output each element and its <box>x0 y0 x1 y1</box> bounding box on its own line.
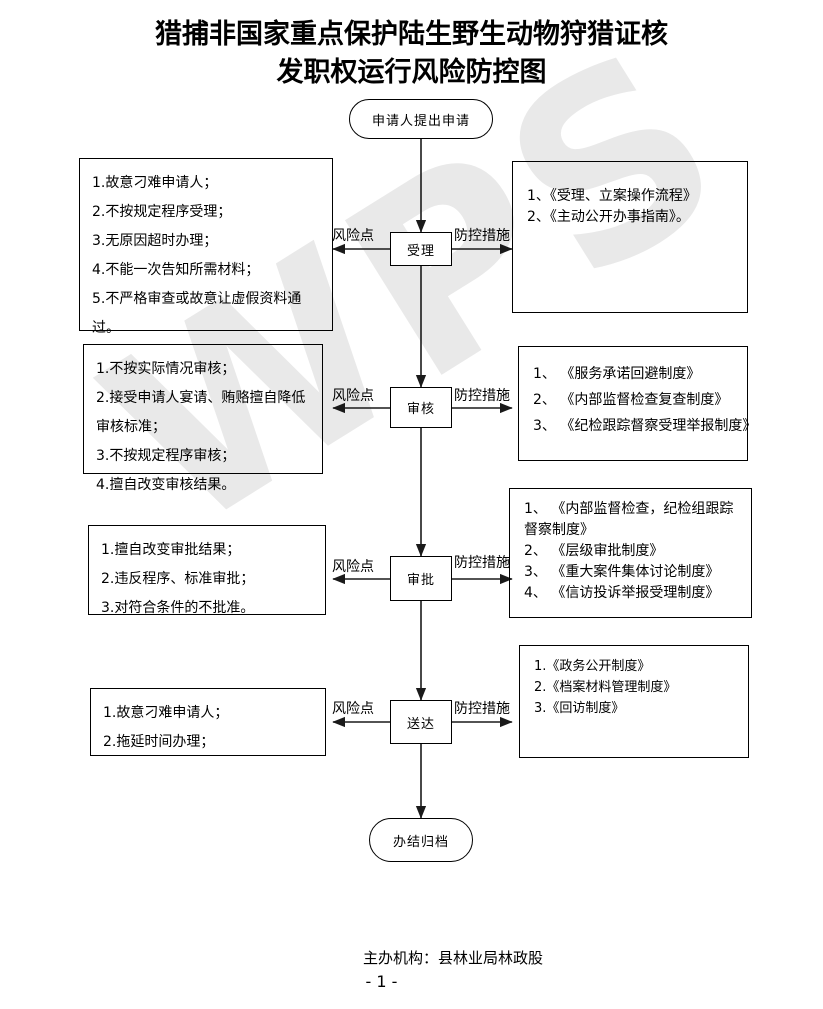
start-node[interactable]: 申请人提出申请 <box>349 99 493 139</box>
process-node-shenhe[interactable]: 审核 <box>390 387 452 428</box>
page-title: 猎捕非国家重点保护陆生野生动物狩猎证核 发职权运行风险防控图 <box>0 16 823 92</box>
risk-line: 2.拖延时间办理； <box>103 734 215 750</box>
risk-line: 3.不按规定程序审核； <box>96 448 236 464</box>
risk-line: 1.擅自改变审批结果； <box>101 542 241 558</box>
control-label-songda: 防控措施 <box>454 701 510 717</box>
control-label-shenpi: 防控措施 <box>454 555 510 571</box>
process-node-shenpi[interactable]: 审批 <box>390 556 452 601</box>
control-line: 2、 《层级审批制度》 <box>524 543 664 559</box>
risk-label-shenpi: 风险点 <box>332 559 374 575</box>
control-line: 2、《主动公开办事指南》。 <box>527 209 690 225</box>
risk-box-shenhe: 1.不按实际情况审核； 2.接受申请人宴请、贿赂擅自降低审核标准； 3.不按规定… <box>83 344 323 493</box>
control-line: 3、 《重大案件集体讨论制度》 <box>524 564 720 580</box>
risk-line: 4.不能一次告知所需材料； <box>92 262 260 278</box>
risk-box-songda: 1.故意刁难申请人； 2.拖延时间办理； <box>90 688 326 756</box>
control-line: 1、 《内部监督检查，纪检组跟踪督察制度》 <box>524 501 734 538</box>
control-label-shouli: 防控措施 <box>454 228 510 244</box>
control-line: 3.《回访制度》 <box>534 701 625 716</box>
risk-box-shouli: 1.故意刁难申请人； 2.不按规定程序受理； 3.无原因超时办理； 4.不能一次… <box>79 158 333 336</box>
risk-line: 1.不按实际情况审核； <box>96 361 236 377</box>
control-line: 1、《受理、立案操作流程》 <box>527 188 697 204</box>
risk-line: 3.无原因超时办理； <box>92 233 218 249</box>
page-number: - 1 - <box>365 972 398 991</box>
risk-line: 1.故意刁难申请人； <box>92 175 218 191</box>
risk-line: 5.不严格审查或故意让虚假资料通过。 <box>92 291 302 336</box>
control-line: 4、 《信访投诉举报受理制度》 <box>524 585 720 601</box>
process-node-shouli[interactable]: 受理 <box>390 232 452 266</box>
process-node-songda[interactable]: 送达 <box>390 700 452 744</box>
end-node[interactable]: 办结归档 <box>369 818 473 862</box>
risk-line: 2.不按规定程序受理； <box>92 204 232 220</box>
control-box-shenhe: 1、 《服务承诺回避制度》 2、 《内部监督检查复查制度》 3、 《纪检跟踪督察… <box>518 346 757 461</box>
title-line-1: 猎捕非国家重点保护陆生野生动物狩猎证核 <box>155 19 668 50</box>
title-line-2: 发职权运行风险防控图 <box>276 57 547 88</box>
risk-label-shouli: 风险点 <box>332 228 374 244</box>
control-line: 1.《政务公开制度》 <box>534 659 651 674</box>
control-line: 3、 《纪检跟踪督察受理举报制度》 <box>533 418 757 434</box>
risk-box-shenpi: 1.擅自改变审批结果； 2.违反程序、标准审批； 3.对符合条件的不批准。 <box>88 525 326 616</box>
risk-line: 2.接受申请人宴请、贿赂擅自降低审核标准； <box>96 390 306 435</box>
footer-block: 主办机构：县林业局林政股 监督主体：林业局纪检组 监督电话：3031292 <box>363 896 685 1009</box>
control-box-shenpi: 1、 《内部监督检查，纪检组跟踪督察制度》 2、 《层级审批制度》 3、 《重大… <box>509 488 752 618</box>
control-label-shenhe: 防控措施 <box>454 388 510 404</box>
control-line: 2.《档案材料管理制度》 <box>534 680 677 695</box>
risk-line: 4.擅自改变审核结果。 <box>96 477 236 493</box>
footer-organizer: 主办机构：县林业局林政股 <box>363 949 544 967</box>
control-line: 1、 《服务承诺回避制度》 <box>533 366 701 382</box>
risk-line: 1.故意刁难申请人； <box>103 705 229 721</box>
control-line: 2、 《内部监督检查复查制度》 <box>533 392 729 408</box>
control-box-shouli: 1、《受理、立案操作流程》 2、《主动公开办事指南》。 <box>512 161 748 313</box>
risk-line: 2.违反程序、标准审批； <box>101 571 255 587</box>
control-box-songda: 1.《政务公开制度》 2.《档案材料管理制度》 3.《回访制度》 <box>519 645 749 758</box>
risk-label-shenhe: 风险点 <box>332 388 374 404</box>
risk-label-songda: 风险点 <box>332 701 374 717</box>
risk-line: 3.对符合条件的不批准。 <box>101 600 255 616</box>
